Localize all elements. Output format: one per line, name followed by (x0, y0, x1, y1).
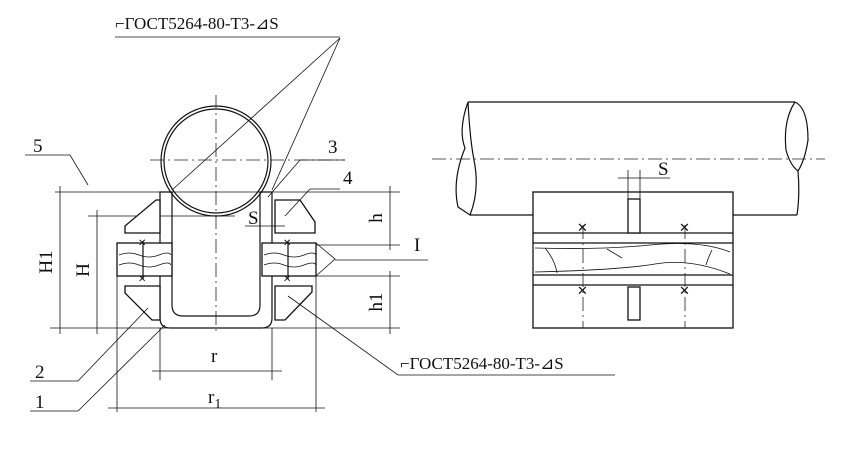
part-label-5: 5 (33, 136, 43, 157)
section-pointer (315, 242, 336, 277)
center-plate-bottom (627, 286, 641, 321)
block-texture (118, 252, 317, 268)
dim-S-right: S (658, 159, 669, 180)
elastic-block-right (261, 242, 317, 277)
section-label-I: I (414, 235, 420, 256)
pipe-break-left (455, 101, 477, 216)
bolt-mark-icon: ✕ (577, 220, 588, 235)
bolt-mark-icon: ✕ (138, 238, 146, 249)
weld-note-top: ⌐ГОСТ5264-80-Т3-⊿S (115, 14, 279, 33)
dim-H: H (73, 263, 94, 277)
weld-note-bottom: ⌐ГОСТ5264-80-Т3-⊿S (400, 354, 564, 373)
elastic-block-left (116, 242, 173, 277)
part-label-2: 2 (35, 362, 45, 383)
side-view: ✕ ✕ ✕ ✕ S (432, 101, 825, 329)
part-label-1: 1 (35, 392, 45, 413)
leader-3 (267, 159, 345, 198)
gusset-upper-left (124, 199, 161, 234)
leader-4 (284, 188, 340, 217)
leader-5 (25, 154, 89, 186)
dim-r1: r1 (208, 387, 221, 412)
dim-r1-main: r (208, 387, 215, 408)
part-label-3: 3 (328, 137, 338, 158)
bolt-mark-icon: ✕ (577, 283, 588, 298)
bolt-mark-icon: ✕ (138, 274, 146, 285)
weld-note-bottom-leader (287, 295, 615, 376)
dim-H1: H1 (36, 250, 57, 273)
cross-section-view: ⌐ГОСТ5264-80-Т3-⊿S ✕ ✕ ✕ ✕ 5 3 (25, 14, 615, 413)
leader-1 (30, 324, 166, 412)
elastic-layer-texture (534, 243, 731, 275)
bolt-mark-icon: ✕ (283, 238, 291, 249)
bolt-mark-icon: ✕ (679, 283, 690, 298)
dim-h1: h1 (366, 293, 387, 312)
dim-h: h (366, 213, 387, 223)
dim-r1-sub: 1 (214, 397, 221, 412)
bolt-mark-icon: ✕ (679, 220, 690, 235)
support-channel (159, 191, 273, 329)
weld-leader (171, 37, 341, 191)
part-label-4: 4 (343, 168, 353, 189)
leader-2 (30, 307, 149, 382)
gusset-lower-left (124, 285, 161, 321)
bolt-mark-icon: ✕ (283, 274, 291, 285)
gusset-lower-right (274, 285, 313, 321)
dim-r: r (211, 346, 218, 367)
pipe-break-right (784, 101, 809, 216)
weld-leader (271, 37, 341, 191)
center-plate-top (627, 198, 641, 234)
dim-S-left: S (248, 208, 259, 229)
gusset-upper-right (274, 199, 316, 234)
